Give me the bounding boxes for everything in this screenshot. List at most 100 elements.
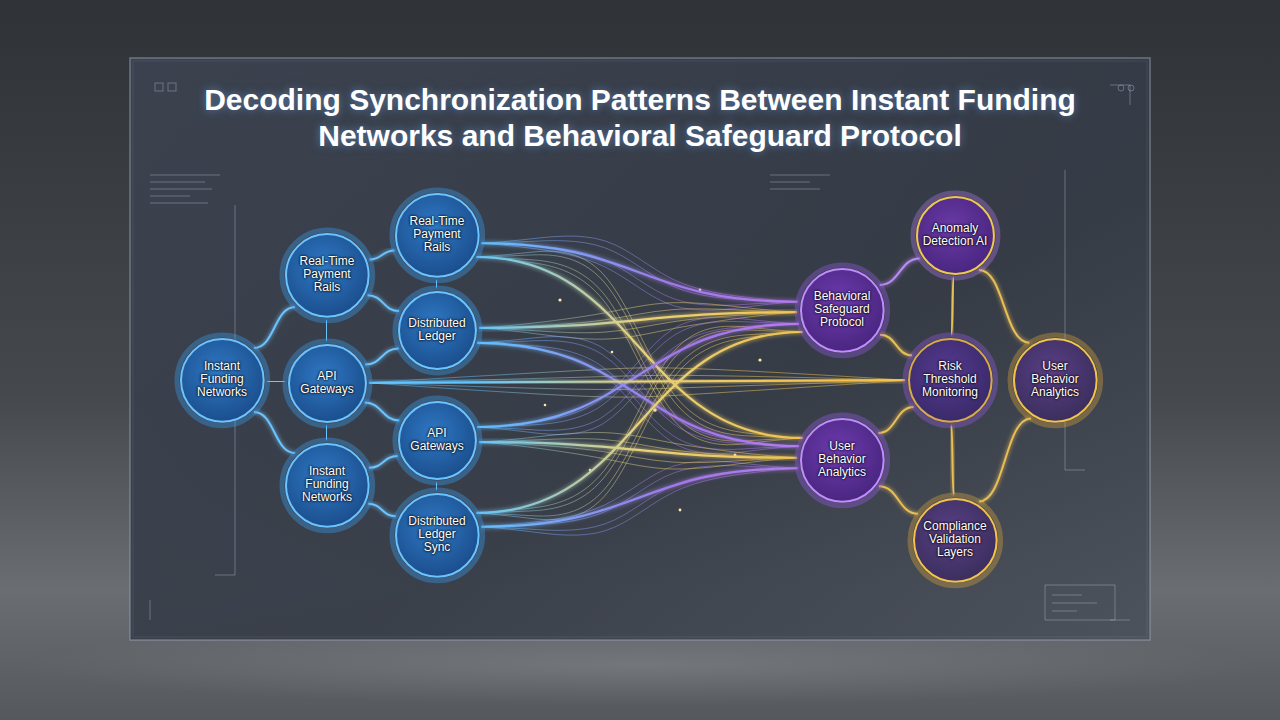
flow-strand — [477, 317, 798, 427]
network-node: Anomaly Detection AI — [916, 196, 995, 275]
flow-strand — [479, 432, 796, 457]
connector — [368, 295, 399, 311]
flow-strand — [477, 332, 803, 520]
glass-panel — [130, 58, 1150, 640]
node-glow — [797, 415, 888, 506]
node-ring — [914, 499, 997, 582]
panel-inner-edge — [133, 61, 1147, 637]
flow-strand — [479, 303, 796, 328]
node-glow — [395, 288, 480, 373]
network-node: User Behavior Analytics — [1013, 338, 1098, 423]
flow-strand — [482, 241, 798, 302]
node-text-box: Behavioral Safeguard Protocol — [800, 268, 885, 353]
node-label: Instant Funding Networks — [294, 465, 360, 504]
node-label: User Behavior Analytics — [1022, 360, 1088, 399]
node-glow — [392, 490, 483, 581]
network-node: Compliance Validation Layers — [913, 498, 998, 583]
node-text-box: Instant Funding Networks — [180, 338, 265, 423]
node-ring — [289, 345, 366, 422]
connector — [878, 407, 913, 433]
connector — [979, 418, 1031, 501]
node-text-box: User Behavior Analytics — [800, 418, 885, 503]
connector — [479, 312, 796, 328]
connector — [369, 380, 904, 383]
network-node: API Gateways — [398, 401, 477, 480]
network-node: Real-Time Payment Rails — [395, 193, 480, 278]
flow-strand — [477, 251, 803, 438]
node-glow — [392, 190, 483, 281]
connector — [880, 258, 920, 284]
node-label: API Gateways — [294, 370, 360, 396]
connector — [365, 403, 400, 421]
connector — [880, 335, 912, 356]
node-glow — [282, 440, 373, 531]
network-node: API Gateways — [288, 344, 367, 423]
flow-strand — [482, 461, 798, 527]
node-label: Risk Threshold Monitoring — [917, 360, 983, 399]
node-ring — [917, 197, 994, 274]
connector — [368, 504, 395, 516]
connector — [254, 307, 295, 348]
node-label: API Gateways — [404, 427, 470, 453]
network-node: Instant Funding Networks — [180, 338, 265, 423]
connector — [951, 425, 953, 494]
node-text-box: Distributed Ledger Sync — [395, 493, 480, 578]
flow-strand — [477, 326, 803, 513]
node-label: User Behavior Analytics — [809, 440, 875, 479]
node-text-box: Anomaly Detection AI — [916, 196, 995, 275]
network-node: Distributed Ledger Sync — [395, 493, 480, 578]
node-ring — [181, 339, 264, 422]
node-label: Instant Funding Networks — [189, 360, 255, 399]
light-sparkles — [544, 289, 762, 512]
connector — [979, 270, 1029, 343]
connector — [369, 456, 398, 468]
node-label: Real-Time Payment Rails — [294, 255, 360, 294]
flow-strand — [482, 468, 798, 535]
connector — [365, 348, 398, 364]
connector — [326, 320, 328, 340]
flow-strand — [477, 330, 803, 513]
node-glow — [910, 495, 1001, 586]
connector — [254, 412, 295, 453]
flow-strand — [482, 243, 798, 310]
network-node: Behavioral Safeguard Protocol — [800, 268, 885, 353]
node-label: Real-Time Payment Rails — [404, 215, 470, 254]
connector — [841, 355, 843, 414]
node-text-box: User Behavior Analytics — [1013, 338, 1098, 423]
network-node: Distributed Ledger — [398, 291, 477, 370]
node-glow — [905, 335, 996, 426]
node-glow — [1010, 335, 1101, 426]
flow-strand — [477, 257, 803, 441]
node-ring — [286, 444, 369, 527]
flow-strand — [479, 442, 796, 469]
node-ring — [399, 292, 476, 369]
node-ring — [1014, 339, 1097, 422]
node-label: Anomaly Detection AI — [922, 222, 988, 248]
flow-strand — [479, 309, 796, 328]
node-ring — [286, 234, 369, 317]
diagram-title: Decoding Synchronization Patterns Betwee… — [190, 82, 1090, 154]
node-glow — [797, 265, 888, 356]
connector — [952, 277, 954, 334]
flow-strand — [482, 466, 798, 527]
connector — [482, 243, 798, 301]
connector — [477, 332, 803, 513]
panel-ui-marks — [150, 83, 1134, 620]
node-text-box: Instant Funding Networks — [285, 443, 370, 528]
node-label: Behavioral Safeguard Protocol — [809, 290, 875, 329]
node-text-box: API Gateways — [288, 344, 367, 423]
flow-strand — [482, 236, 798, 302]
node-glow — [285, 341, 370, 426]
node-glow — [395, 398, 480, 483]
node-glow — [177, 335, 268, 426]
connector — [267, 380, 284, 382]
node-text-box: API Gateways — [398, 401, 477, 480]
connector — [479, 442, 796, 458]
node-glow — [913, 193, 998, 278]
flow-strand — [479, 442, 796, 463]
node-label: Distributed Ledger — [404, 317, 470, 343]
node-text-box: Real-Time Payment Rails — [285, 233, 370, 318]
connector — [482, 468, 798, 526]
node-ring — [396, 494, 479, 577]
